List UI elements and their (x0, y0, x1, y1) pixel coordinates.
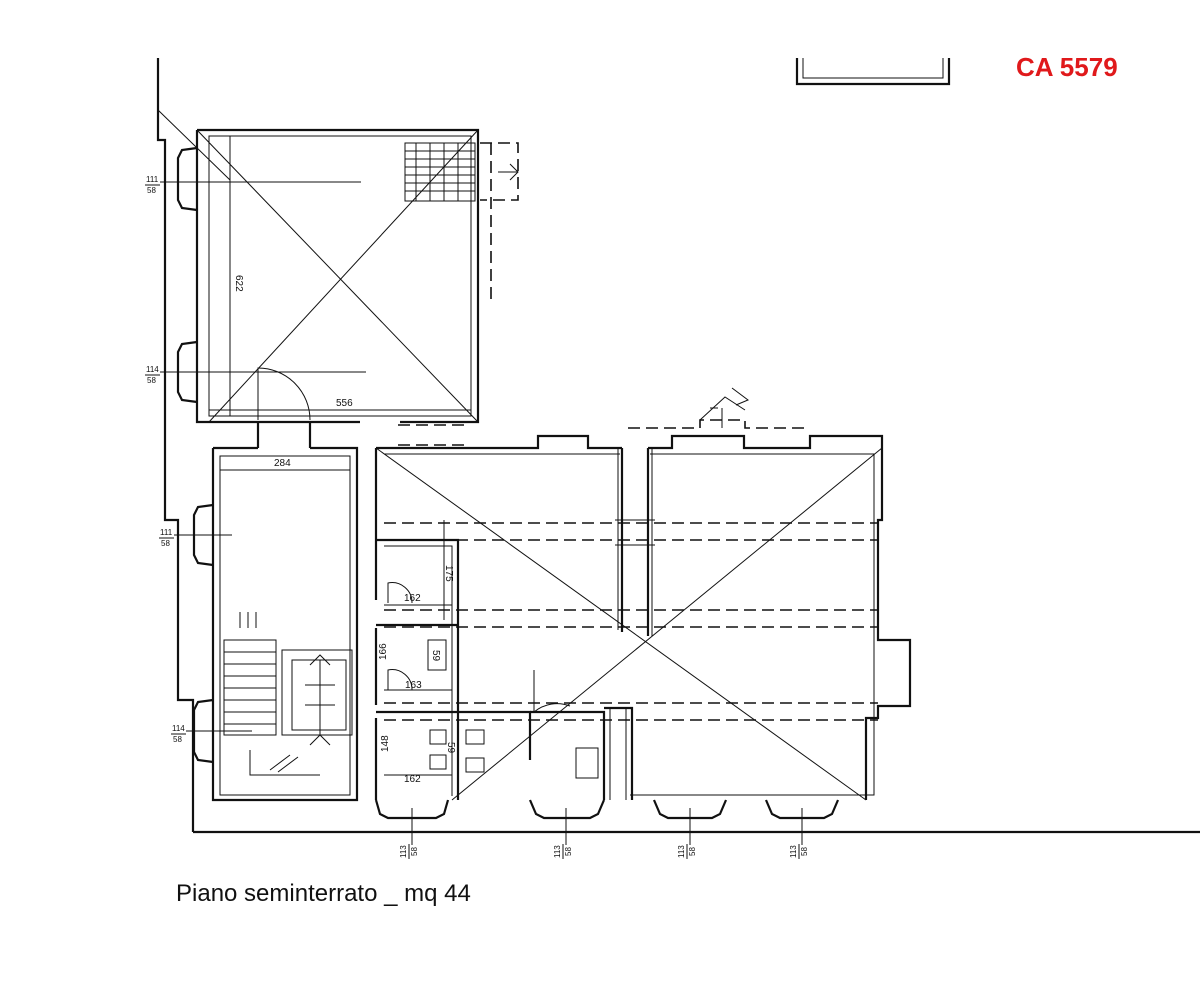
stair-left (223, 612, 353, 776)
dim-bath-small: 59 (445, 742, 456, 754)
svg-text:113: 113 (399, 845, 408, 858)
dim-top-width: 556 (336, 398, 353, 409)
svg-text:114: 114 (146, 365, 159, 374)
svg-text:113: 113 (677, 845, 686, 858)
dim-bath2-width: 163 (405, 680, 422, 691)
svg-text:111: 111 (160, 528, 173, 537)
document-code: CA 5579 (1016, 52, 1118, 82)
svg-text:111: 111 (146, 175, 159, 184)
top-room: 622 556 (157, 109, 519, 424)
window-label-7: 113 58 (677, 844, 697, 859)
svg-text:58: 58 (147, 186, 156, 195)
dim-left-width: 284 (274, 458, 291, 469)
main-room (374, 387, 912, 801)
window-label-1: 111 58 (145, 175, 361, 195)
passage-left (256, 422, 312, 448)
top-right-outline (795, 58, 951, 86)
dim-wc: 59 (430, 650, 441, 662)
dim-bath1-height: 175 (443, 565, 454, 582)
svg-text:114: 114 (172, 724, 185, 733)
bathrooms: 175 162 166 163 148 162 59 59 (374, 520, 485, 800)
window-label-3: 111 58 (159, 528, 232, 548)
window-label-2: 114 58 (145, 365, 366, 385)
dim-bath1-width: 162 (404, 593, 421, 604)
svg-text:58: 58 (173, 735, 182, 744)
svg-text:58: 58 (410, 847, 419, 856)
dim-bath3-height: 148 (380, 735, 391, 752)
dim-bath3-width: 162 (404, 774, 421, 785)
window-label-4: 114 58 (171, 724, 252, 744)
dim-top-height: 622 (233, 275, 244, 292)
svg-text:58: 58 (564, 847, 573, 856)
dim-bath2-height: 166 (378, 643, 389, 660)
top-right-outline-inner (802, 58, 944, 79)
svg-text:58: 58 (147, 376, 156, 385)
svg-text:113: 113 (553, 845, 562, 858)
window-label-8: 113 58 (789, 844, 809, 859)
passage-right (398, 424, 470, 446)
svg-text:113: 113 (789, 845, 798, 858)
svg-text:58: 58 (800, 847, 809, 856)
plan-caption: Piano seminterrato _ mq 44 (176, 880, 471, 907)
svg-text:58: 58 (688, 847, 697, 856)
left-boundary (156, 58, 195, 832)
stair-top (404, 142, 476, 202)
svg-text:58: 58 (161, 539, 170, 548)
window-label-6: 113 58 (553, 844, 573, 859)
window-label-5: 113 58 (399, 844, 419, 859)
left-room: 284 (192, 446, 359, 802)
bottom-windows (374, 799, 840, 845)
